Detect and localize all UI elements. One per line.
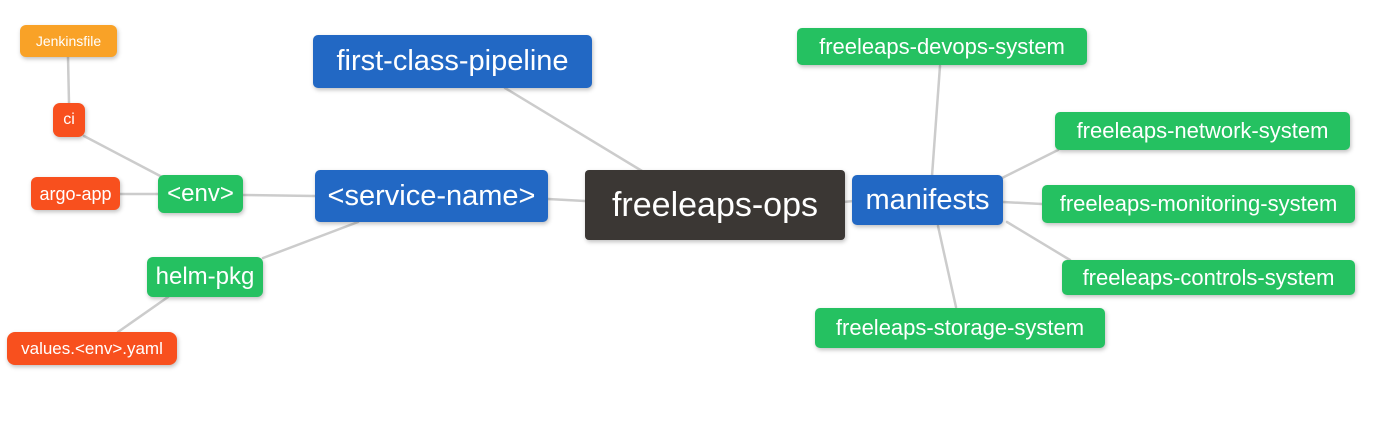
edge-manifests-network bbox=[998, 148, 1060, 181]
edge-ci-env bbox=[82, 134, 166, 180]
node-jenkinsfile[interactable]: Jenkinsfile bbox=[20, 25, 117, 57]
node-helm-pkg[interactable]: helm-pkg bbox=[147, 257, 263, 297]
edge-service-name-ops bbox=[546, 197, 587, 203]
edge-helm-pkg-service-name bbox=[261, 220, 360, 260]
edge-manifests-controls bbox=[1005, 220, 1072, 262]
node-freeleaps-monitoring-system[interactable]: freeleaps-monitoring-system bbox=[1042, 185, 1355, 223]
node-manifests[interactable]: manifests bbox=[852, 175, 1003, 225]
node-freeleaps-devops-system[interactable]: freeleaps-devops-system bbox=[797, 28, 1087, 65]
node-freeleaps-controls-system[interactable]: freeleaps-controls-system bbox=[1062, 260, 1355, 295]
node-ci[interactable]: ci bbox=[53, 103, 85, 137]
edge-manifests-devops bbox=[930, 64, 942, 178]
node-freeleaps-storage-system[interactable]: freeleaps-storage-system bbox=[815, 308, 1105, 348]
edge-fcp-ops bbox=[503, 86, 644, 173]
node-service-name[interactable]: <service-name> bbox=[315, 170, 548, 222]
edge-manifests-storage bbox=[936, 224, 958, 309]
node-argo-app[interactable]: argo-app bbox=[31, 177, 120, 210]
node-freeleaps-network-system[interactable]: freeleaps-network-system bbox=[1055, 112, 1350, 150]
edge-manifests-monitoring bbox=[1001, 200, 1044, 206]
edge-jenkinsfile-ci bbox=[66, 55, 71, 105]
node-freeleaps-ops-root[interactable]: freeleaps-ops bbox=[585, 170, 845, 240]
node-values-env-yaml[interactable]: values.<env>.yaml bbox=[7, 332, 177, 365]
edge-env-service-name bbox=[241, 193, 317, 198]
edge-values-helm-pkg bbox=[116, 295, 170, 334]
node-env[interactable]: <env> bbox=[158, 175, 243, 213]
node-first-class-pipeline[interactable]: first-class-pipeline bbox=[313, 35, 592, 88]
